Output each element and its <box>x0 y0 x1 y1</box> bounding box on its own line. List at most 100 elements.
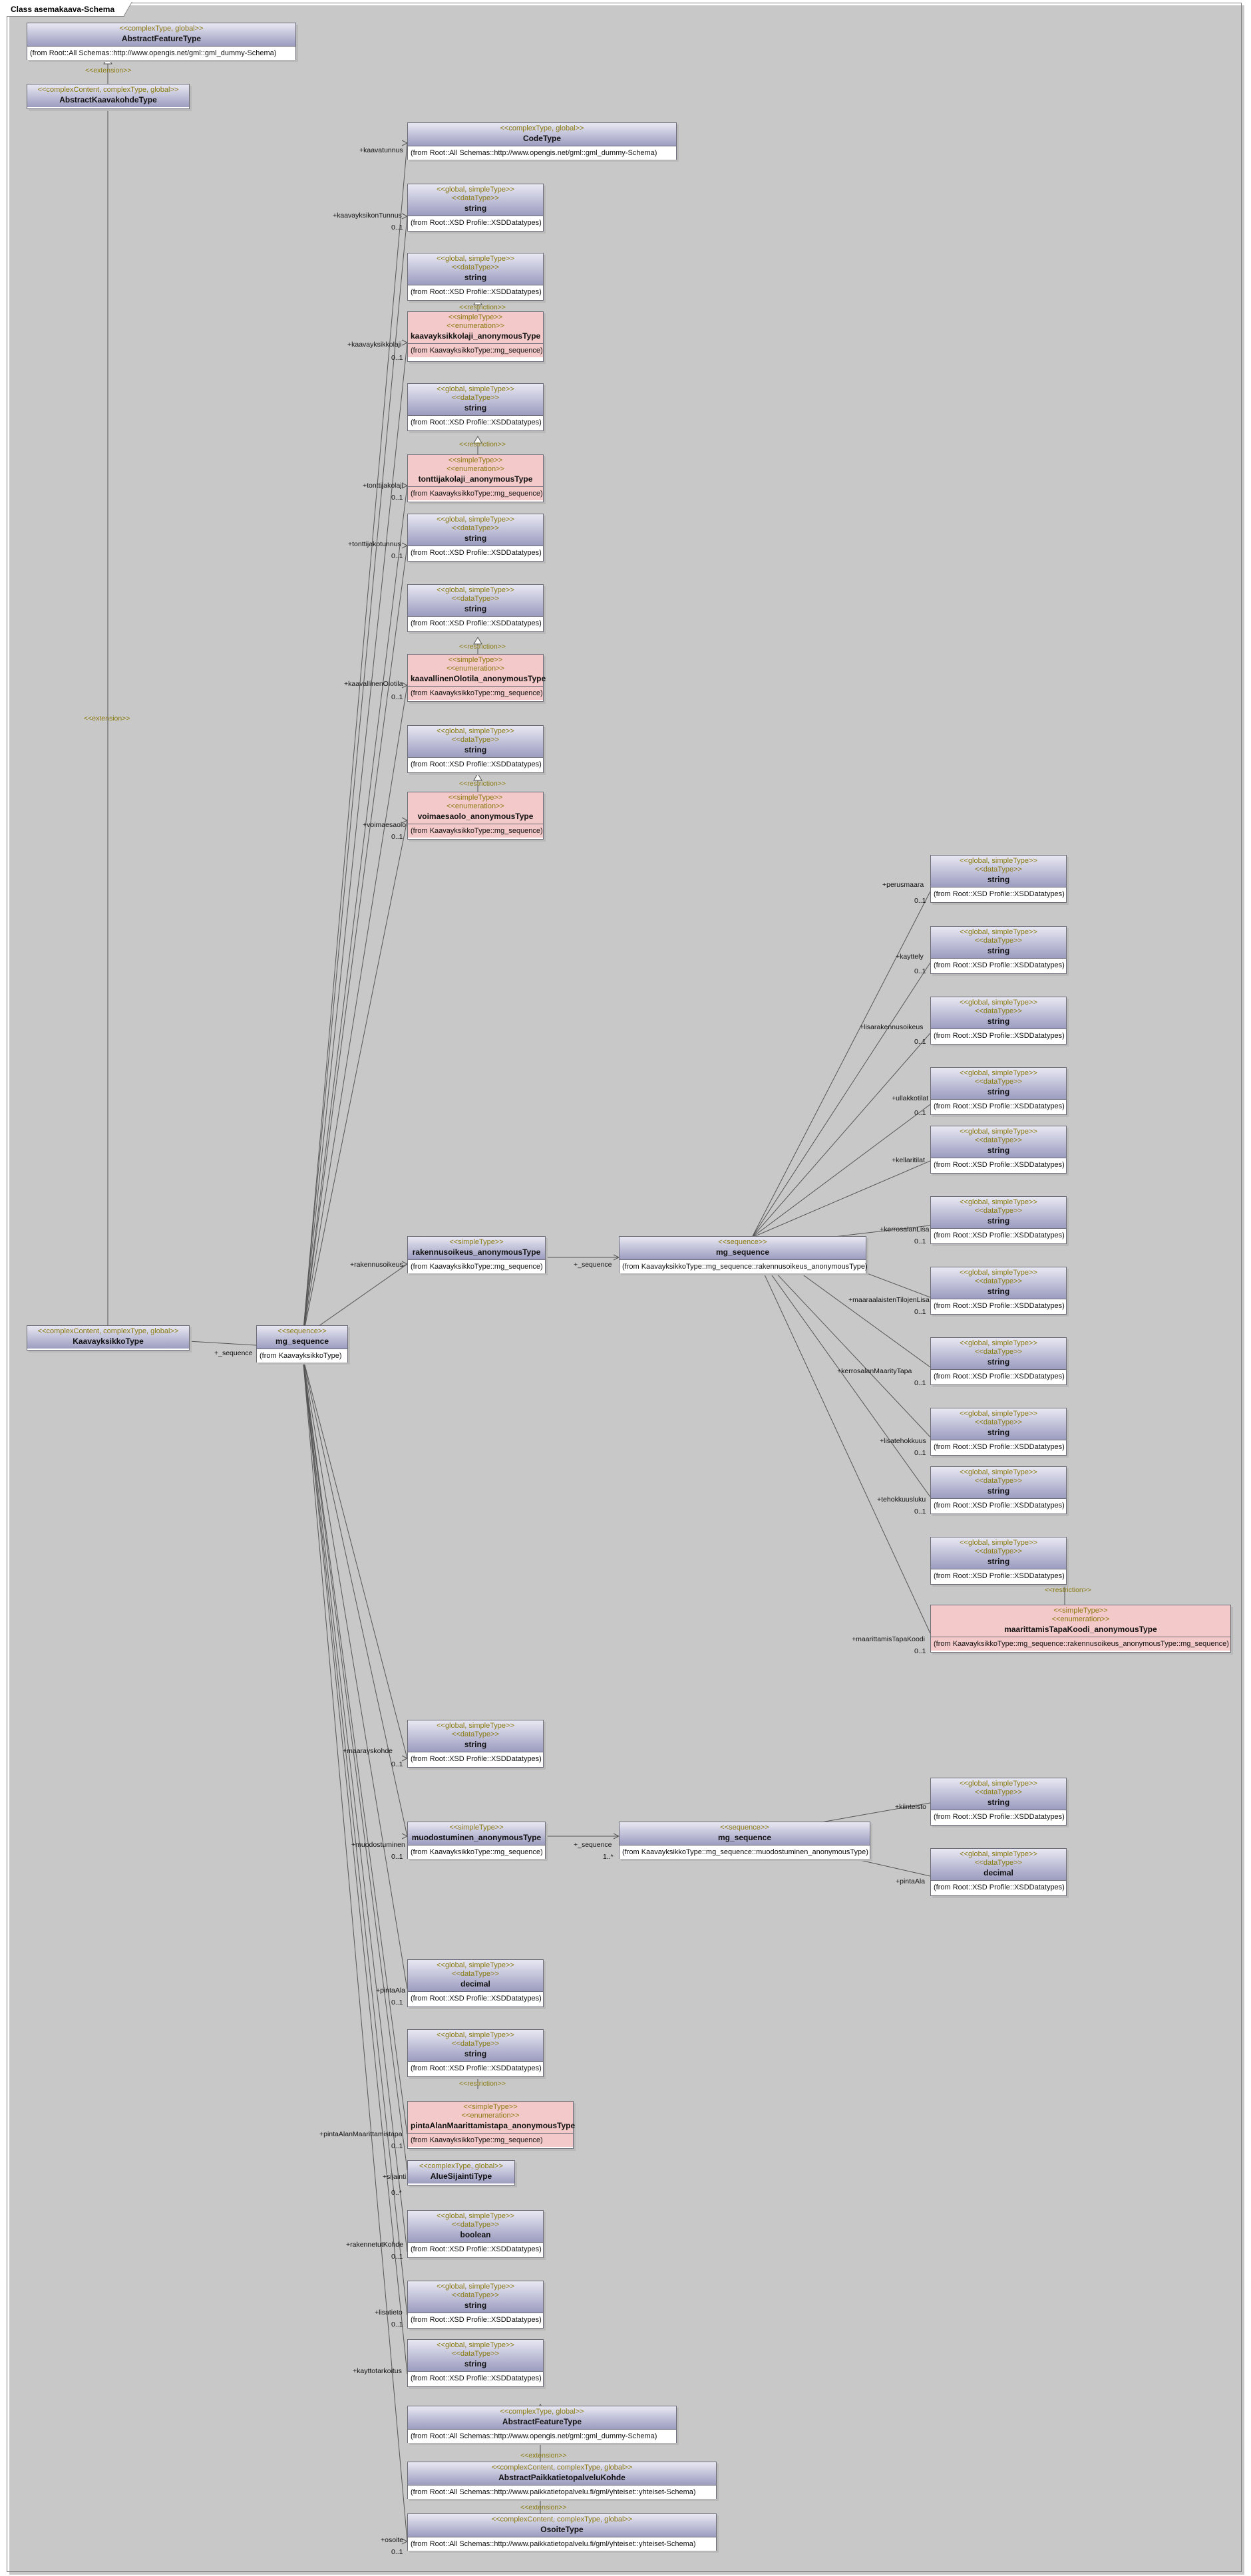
multiplicity-label: 0..* <box>391 2189 402 2197</box>
string-datatype-class[interactable]: <<global, simpleType>> <<dataType>> stri… <box>407 725 544 773</box>
osoite-type-class[interactable]: <<complexContent, complexType, global>> … <box>407 2513 717 2551</box>
string-datatype-class[interactable]: <<global, simpleType>> <<dataType>> stri… <box>930 1778 1067 1826</box>
string-datatype-class[interactable]: <<global, simpleType>> <<dataType>> stri… <box>930 1337 1067 1385</box>
origin-label: (from KaavayksikkoType) <box>257 1349 347 1363</box>
class-name: decimal <box>983 1868 1013 1877</box>
pinta-ala-maarittamistapa-enum-class[interactable]: <<simpleType>> <<enumeration>> pintaAlan… <box>407 2101 575 2149</box>
role-label: +_sequence <box>574 1841 612 1849</box>
class-name: string <box>464 204 487 213</box>
role-label: +kayttotarkoitus <box>353 2367 402 2375</box>
role-label: +maaraalaistenTilojenLisa <box>848 1296 930 1304</box>
class-name: string <box>464 2301 487 2310</box>
abstract-kaavakohde-type-class[interactable]: <<complexContent, complexType, global>> … <box>27 84 190 109</box>
string-datatype-class[interactable]: <<global, simpleType>> <<dataType>> stri… <box>407 184 544 232</box>
role-label: +maarayskohde <box>343 1747 393 1755</box>
string-datatype-class[interactable]: <<global, simpleType>> <<dataType>> stri… <box>407 253 544 301</box>
stereotype-label: <<simpleType>> <box>448 456 503 464</box>
stereotype-label: <<enumeration>> <box>447 465 504 473</box>
alue-sijainti-type-class[interactable]: <<complexType, global>> AlueSijaintiType <box>407 2160 515 2185</box>
role-label: +ullakkotilat <box>892 1094 929 1102</box>
restriction-label: <<restriction>> <box>459 780 506 788</box>
multiplicity-label: 0..1 <box>391 2321 403 2329</box>
origin-label: (from Root::XSD Profile::XSDDatatypes) <box>931 1810 1066 1824</box>
role-label: +pintaAla <box>376 1987 406 1995</box>
maarittamis-tapa-koodi-enum-class[interactable]: <<simpleType>> <<enumeration>> maarittam… <box>930 1605 1231 1653</box>
string-datatype-class[interactable]: <<global, simpleType>> <<dataType>> stri… <box>407 584 544 632</box>
string-datatype-class[interactable]: <<global, simpleType>> <<dataType>> stri… <box>407 1720 544 1768</box>
string-datatype-class[interactable]: <<global, simpleType>> <<dataType>> stri… <box>930 1067 1067 1115</box>
class-name: string <box>987 946 1010 955</box>
abstract-paikkatietopalvelu-kohde-class[interactable]: <<complexContent, complexType, global>> … <box>407 2462 717 2499</box>
stereotype-label: <<dataType>> <box>975 1477 1022 1485</box>
origin-label: (from Root::All Schemas::http://www.paik… <box>408 2537 716 2551</box>
mg-sequence-class[interactable]: <<sequence>> mg_sequence (from Kaavayksi… <box>256 1325 348 1363</box>
abstract-feature-type-class[interactable]: <<complexType, global>> AbstractFeatureT… <box>407 2406 677 2443</box>
origin-label: (from Root::XSD Profile::XSDDatatypes) <box>931 1880 1066 1894</box>
stereotype-label: <<dataType>> <box>452 736 499 744</box>
origin-label: (from KaavayksikkoType::mg_sequence) <box>408 486 543 500</box>
multiplicity-label: 0..1 <box>914 1237 926 1245</box>
stereotype-label: <<complexContent, complexType, global>> <box>37 1327 179 1335</box>
class-name: AbstractFeatureType <box>502 2417 582 2426</box>
stereotype-label: <<dataType>> <box>452 394 499 402</box>
class-name: string <box>987 875 1010 884</box>
class-name: string <box>464 1740 487 1749</box>
string-datatype-class[interactable]: <<global, simpleType>> <<dataType>> stri… <box>930 1408 1067 1456</box>
stereotype-label: <<complexType, global>> <box>500 2408 584 2416</box>
muodostuminen-simpletype-class[interactable]: <<simpleType>> muodostuminen_anonymousTy… <box>407 1822 546 1859</box>
multiplicity-label: 0..1 <box>391 354 403 362</box>
class-name: AbstractPaikkatietopalveluKohde <box>498 2473 626 2482</box>
role-label: +rakennusoikeus <box>350 1261 403 1269</box>
stereotype-label: <<dataType>> <box>975 866 1022 874</box>
boolean-datatype-class[interactable]: <<global, simpleType>> <<dataType>> bool… <box>407 2210 544 2258</box>
decimal-datatype-class[interactable]: <<global, simpleType>> <<dataType>> deci… <box>930 1848 1067 1896</box>
voimaesaolo-enum-class[interactable]: <<simpleType>> <<enumeration>> voimaesao… <box>407 792 544 840</box>
string-datatype-class[interactable]: <<global, simpleType>> <<dataType>> stri… <box>407 2281 544 2329</box>
string-datatype-class[interactable]: <<global, simpleType>> <<dataType>> stri… <box>407 514 544 562</box>
multiplicity-label: 0..1 <box>914 1308 926 1316</box>
code-type-class[interactable]: <<complexType, global>> CodeType (from R… <box>407 122 677 160</box>
stereotype-label: <<enumeration>> <box>447 802 504 810</box>
rakennusoikeus-sequence-class[interactable]: <<sequence>> mg_sequence (from Kaavayksi… <box>619 1236 868 1273</box>
multiplicity-label: 0..1 <box>391 224 403 232</box>
kaavallinen-olotila-enum-class[interactable]: <<simpleType>> <<enumeration>> kaavallin… <box>407 654 546 702</box>
string-datatype-class[interactable]: <<global, simpleType>> <<dataType>> stri… <box>930 997 1067 1045</box>
tonttijakolaji-enum-class[interactable]: <<simpleType>> <<enumeration>> tonttijak… <box>407 454 544 502</box>
origin-label: (from Root::XSD Profile::XSDDatatypes) <box>931 1029 1066 1043</box>
restriction-links <box>477 299 1065 2515</box>
multiplicity-label: 0..1 <box>914 897 926 905</box>
class-name: muodostuminen_anonymousType <box>411 1833 542 1842</box>
string-datatype-class[interactable]: <<global, simpleType>> <<dataType>> stri… <box>407 2339 544 2387</box>
abstract-feature-type-class[interactable]: <<complexType, global>> AbstractFeatureT… <box>27 23 296 60</box>
role-label: +voimaesaolo <box>363 821 407 829</box>
decimal-datatype-class[interactable]: <<global, simpleType>> <<dataType>> deci… <box>407 1959 544 2007</box>
stereotype-label: <<dataType>> <box>975 1788 1022 1796</box>
role-label: +kayttely <box>896 953 924 961</box>
multiplicity-label: 1..* <box>603 1853 614 1861</box>
muodostuminen-sequence-class[interactable]: <<sequence>> mg_sequence (from Kaavayksi… <box>619 1822 870 1859</box>
string-datatype-class[interactable]: <<global, simpleType>> <<dataType>> stri… <box>930 1537 1067 1585</box>
class-name: string <box>987 1357 1010 1367</box>
stereotype-label: <<global, simpleType>> <box>960 1850 1037 1858</box>
class-name: rakennusoikeus_anonymousType <box>412 1247 541 1257</box>
stereotype-label: <<global, simpleType>> <box>437 727 514 735</box>
string-datatype-class[interactable]: <<global, simpleType>> <<dataType>> stri… <box>930 1267 1067 1315</box>
string-datatype-class[interactable]: <<global, simpleType>> <<dataType>> stri… <box>407 383 544 431</box>
stereotype-label: <<global, simpleType>> <box>437 186 514 194</box>
string-datatype-class[interactable]: <<global, simpleType>> <<dataType>> stri… <box>930 855 1067 903</box>
stereotype-label: <<global, simpleType>> <box>960 1780 1037 1788</box>
kaavayksikkolaji-enum-class[interactable]: <<simpleType>> <<enumeration>> kaavayksi… <box>407 311 544 362</box>
multiplicity-label: 0..1 <box>914 1109 926 1117</box>
string-datatype-class[interactable]: <<global, simpleType>> <<dataType>> stri… <box>930 1196 1067 1244</box>
rakennusoikeus-simpletype-class[interactable]: <<simpleType>> rakennusoikeus_anonymousT… <box>407 1236 546 1273</box>
string-datatype-class[interactable]: <<global, simpleType>> <<dataType>> stri… <box>930 926 1067 974</box>
string-datatype-class[interactable]: <<global, simpleType>> <<dataType>> stri… <box>407 2029 544 2077</box>
origin-label: (from Root::XSD Profile::XSDDatatypes) <box>408 2061 543 2075</box>
restriction-label: <<restriction>> <box>459 643 506 651</box>
stereotype-label: <<complexContent, complexType, global>> <box>37 86 179 94</box>
kaavayksikko-type-class[interactable]: <<complexContent, complexType, global>> … <box>27 1325 190 1351</box>
class-name: string <box>987 1146 1010 1155</box>
stereotype-label: <<global, simpleType>> <box>437 1722 514 1730</box>
string-datatype-class[interactable]: <<global, simpleType>> <<dataType>> stri… <box>930 1466 1067 1514</box>
string-datatype-class[interactable]: <<global, simpleType>> <<dataType>> stri… <box>930 1126 1067 1174</box>
